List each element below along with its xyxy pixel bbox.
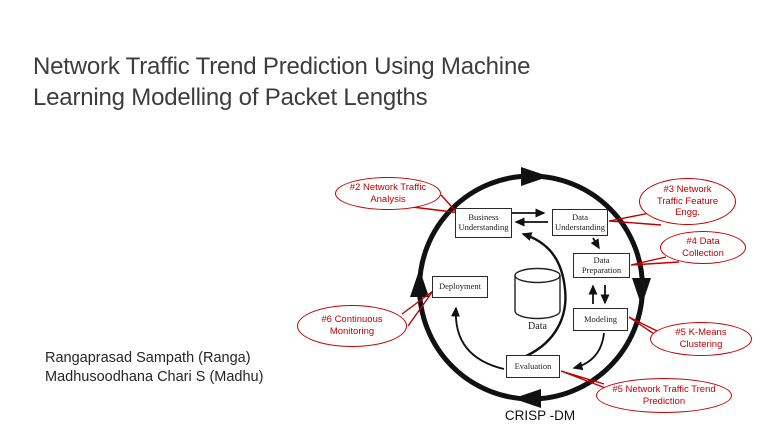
- node-evaluation: Evaluation: [506, 355, 560, 378]
- callout-continuous-monitoring: #6 Continuous Monitoring: [297, 305, 407, 347]
- author-block: Rangaprasad Sampath (Ranga) Madhusoodhan…: [45, 349, 263, 388]
- callout-data-collection: #4 Data Collection: [660, 231, 746, 264]
- arrow-evaluation-to-deployment: [450, 306, 505, 370]
- callout-kmeans-clustering: #5 K-Means Clustering: [650, 322, 752, 356]
- node-modeling: Modeling: [573, 308, 628, 331]
- cycle-arrowhead-left: [410, 269, 429, 297]
- slide-title-line-1: Network Traffic Trend Prediction Using M…: [33, 53, 531, 80]
- node-business-understanding: Business Understanding: [455, 208, 512, 238]
- tail-continuous-monitoring: [401, 290, 434, 327]
- slide-title-line-2: Learning Modelling of Packet Lengths: [33, 83, 428, 111]
- cycle-arrowhead-bottom: [513, 389, 541, 408]
- flow-arrows: [450, 208, 610, 371]
- cycle-arrowhead-right: [632, 278, 651, 306]
- callout-trend-prediction: #5 Network Traffic Trend Prediction: [596, 378, 732, 413]
- node-data-understanding: Data Understanding: [552, 209, 608, 236]
- author-name: Madhusoodhana Chari S (Madhu): [45, 369, 264, 386]
- data-cylinder-icon: [514, 267, 561, 320]
- callout-traffic-feature-engg: #3 Network Traffic Feature Engg.: [639, 178, 736, 225]
- data-store-label: Data: [528, 321, 547, 332]
- cycle-arrowhead-top: [521, 167, 549, 186]
- slide-title: Network Traffic Trend Prediction Using M…: [33, 52, 733, 113]
- callout-tails: [401, 194, 680, 393]
- diagram-caption: CRISP -DM: [504, 408, 576, 423]
- arrow-evaluation-to-bu: [521, 232, 567, 358]
- callout-network-traffic-analysis: #2 Network Traffic Analysis: [335, 177, 441, 210]
- node-deployment: Deployment: [432, 276, 488, 298]
- author-name: Rangaprasad Sampath (Ranga): [45, 350, 251, 366]
- tail-feature-engg: [608, 212, 662, 226]
- cycle-circle: [410, 167, 651, 408]
- tail-data-collection: [630, 256, 680, 266]
- node-data-preparation: Data Preparation: [573, 253, 630, 278]
- arrow-du-to-dp: [590, 237, 600, 250]
- arrow-modeling-to-evaluation: [572, 332, 605, 371]
